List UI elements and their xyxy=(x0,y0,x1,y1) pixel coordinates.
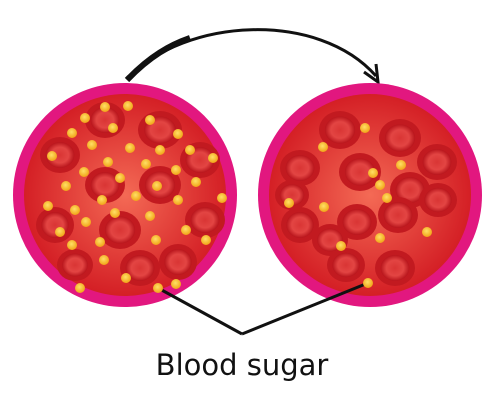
glucose-dot xyxy=(81,217,91,227)
glucose-dot xyxy=(115,173,125,183)
glucose-dot xyxy=(152,181,162,191)
red-blood-cell xyxy=(36,207,74,243)
glucose-dot xyxy=(70,205,80,215)
red-blood-cell xyxy=(40,137,80,173)
glucose-dot xyxy=(318,142,328,152)
red-blood-cell xyxy=(159,244,197,280)
red-blood-cell xyxy=(327,248,365,282)
glucose-dot xyxy=(110,208,120,218)
red-blood-cell xyxy=(57,249,93,281)
glucose-dot xyxy=(55,227,65,237)
red-blood-cell xyxy=(99,211,141,249)
glucose-dot xyxy=(185,145,195,155)
glucose-dot xyxy=(319,202,329,212)
red-blood-cell xyxy=(281,207,319,243)
red-blood-cell xyxy=(319,111,361,149)
red-blood-cell xyxy=(85,167,125,203)
glucose-dot xyxy=(181,225,191,235)
glucose-dot xyxy=(67,128,77,138)
glucose-dot xyxy=(75,283,85,293)
red-blood-cell xyxy=(280,150,320,186)
glucose-dot xyxy=(99,255,109,265)
glucose-dot xyxy=(382,193,392,203)
glucose-dot xyxy=(61,181,71,191)
glucose-dot xyxy=(87,140,97,150)
glucose-dot xyxy=(43,201,53,211)
glucose-dot xyxy=(95,237,105,247)
glucose-dot xyxy=(284,198,294,208)
arrow-head xyxy=(363,63,380,86)
pointer-line-left xyxy=(157,286,243,336)
glucose-dot xyxy=(375,180,385,190)
glucose-dot xyxy=(375,233,385,243)
red-blood-cell xyxy=(378,197,418,233)
glucose-dots-group xyxy=(43,101,227,293)
glucose-dot xyxy=(141,159,151,169)
glucose-dot xyxy=(173,195,183,205)
pointer-dot-left xyxy=(153,283,163,293)
red-blood-cell xyxy=(339,153,381,191)
low-sugar-vessel xyxy=(258,83,482,307)
glucose-dot xyxy=(103,157,113,167)
glucose-dot xyxy=(336,241,346,251)
red-blood-cell xyxy=(185,202,225,238)
glucose-dot xyxy=(121,273,131,283)
pointer-line-right xyxy=(241,281,369,336)
glucose-dot xyxy=(171,165,181,175)
glucose-dot xyxy=(125,143,135,153)
pointer-dot-right xyxy=(363,278,373,288)
glucose-dot xyxy=(145,211,155,221)
glucose-dot xyxy=(47,151,57,161)
glucose-dot xyxy=(208,153,218,163)
glucose-dot xyxy=(171,279,181,289)
glucose-dot xyxy=(360,123,370,133)
glucose-dots-group xyxy=(284,123,432,251)
glucose-dot xyxy=(100,102,110,112)
high-sugar-vessel xyxy=(13,83,237,307)
glucose-dot xyxy=(108,123,118,133)
red-blood-cell xyxy=(375,250,415,286)
glucose-dot xyxy=(201,235,211,245)
glucose-dot xyxy=(217,193,227,203)
red-blood-cell xyxy=(419,183,457,217)
glucose-dot xyxy=(396,160,406,170)
curved-arrow-icon xyxy=(124,28,380,86)
glucose-dot xyxy=(67,240,77,250)
red-blood-cell xyxy=(417,144,457,180)
glucose-dot xyxy=(151,235,161,245)
glucose-dot xyxy=(368,168,378,178)
glucose-dot xyxy=(79,167,89,177)
red-cells-group xyxy=(275,111,457,286)
glucose-dot xyxy=(80,113,90,123)
label-pointer-lines xyxy=(153,278,373,336)
glucose-dot xyxy=(123,101,133,111)
arrow-tail-thick xyxy=(124,35,191,83)
glucose-dot xyxy=(155,145,165,155)
glucose-dot xyxy=(145,115,155,125)
glucose-dot xyxy=(422,227,432,237)
glucose-dot xyxy=(97,195,107,205)
glucose-dot xyxy=(191,177,201,187)
arrow-curve xyxy=(126,28,378,80)
glucose-dot xyxy=(131,191,141,201)
red-blood-cell xyxy=(379,119,421,157)
blood-sugar-label: Blood sugar xyxy=(156,348,329,382)
glucose-dot xyxy=(173,129,183,139)
red-blood-cell xyxy=(337,204,377,240)
